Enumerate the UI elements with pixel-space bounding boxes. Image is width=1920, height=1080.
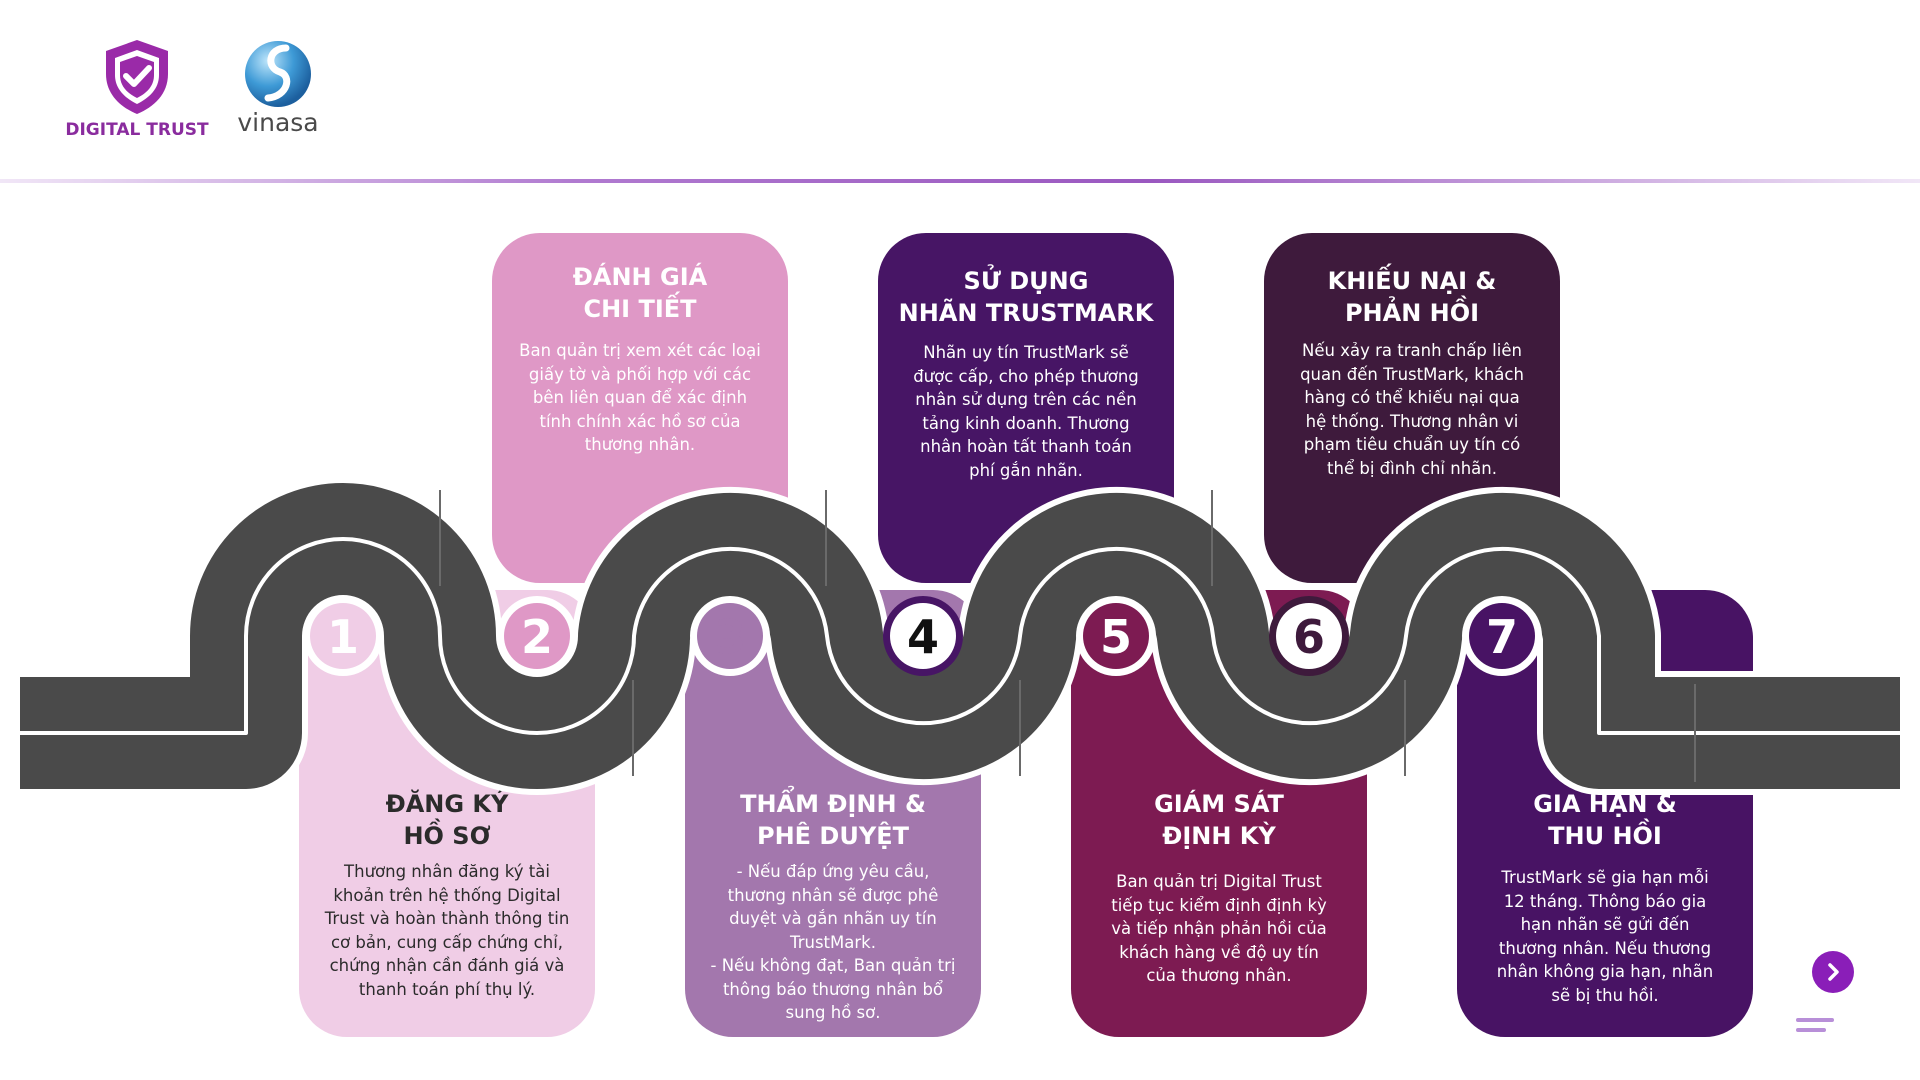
step-number-6: 6 [1293,610,1325,664]
step-badge-4 [890,603,956,669]
menu-lines-icon[interactable] [1796,1016,1834,1036]
road-center-line [20,537,1900,735]
step-desc-3: - Nếu đáp ứng yêu cầu,thương nhân sẽ đượ… [710,862,956,1022]
step-badge-2 [504,603,570,669]
step-number-4: 4 [907,610,939,664]
vinasa-name: vinasa [237,108,319,137]
step-title-7: GIA HẠN &THU HỒI [1533,790,1677,850]
step-number-2: 2 [521,610,553,664]
step-number-5: 5 [1100,610,1132,664]
step-card-7: GIA HẠN &THU HỒI TrustMark sẽ gia hạn mỗ… [1457,590,1753,1037]
step-badge-6 [1276,603,1342,669]
step-badge-7 [1469,603,1535,669]
swirl-globe-icon [245,41,311,107]
step-badge-5 [1083,603,1149,669]
step-number-1: 1 [327,610,359,664]
step-number-3: 3 [714,610,746,664]
step-badge-3 [697,603,763,669]
digital-trust-name: DIGITAL TRUST [65,120,209,140]
shield-check-icon [106,40,168,114]
road-segment-marks [439,490,1696,782]
step-number-7: 7 [1486,610,1518,664]
header-divider [0,179,1920,183]
next-slide-button[interactable] [1812,951,1854,993]
vinasa-logo: vinasa [228,38,328,148]
step-title-3: THẨM ĐỊNH &PHÊ DUYỆT [740,790,926,850]
chevron-right-icon [1828,963,1839,981]
step-title-6: KHIẾU NẠI &PHẢN HỒI [1327,267,1497,327]
header: DIGITAL TRUST vinasa [0,0,1920,183]
step-badges: 1 2 3 4 5 6 7 [303,596,1542,676]
digital-trust-logo: DIGITAL TRUST [62,38,212,148]
step-badge-1 [310,603,376,669]
